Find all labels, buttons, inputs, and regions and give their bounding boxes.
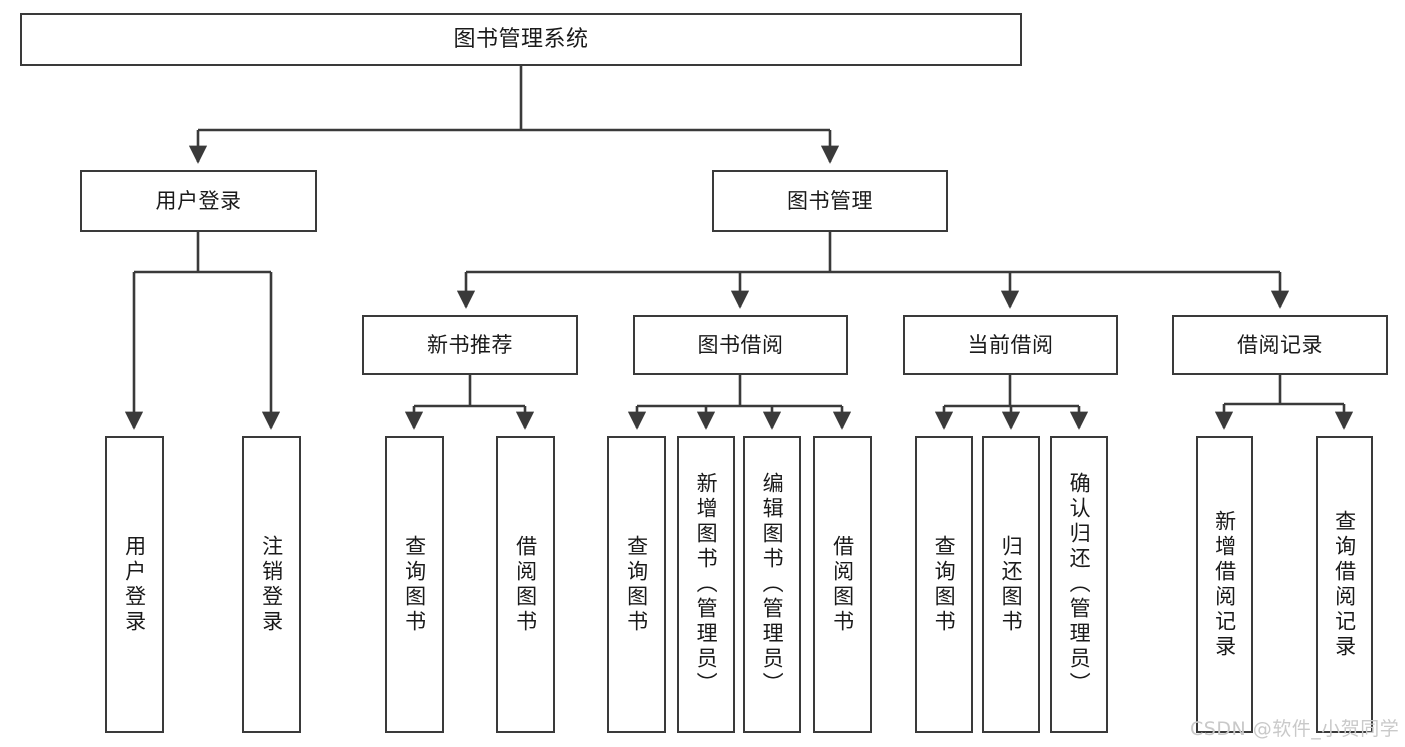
node-label: 借阅记录 [1237,332,1323,357]
node-label: 注销登录 [259,534,284,635]
leaf-borrow-borrow-book[interactable]: 借阅图书 [813,436,872,733]
node-label: 图书管理系统 [453,26,589,52]
node-label: 查询借阅记录 [1332,509,1357,660]
node-label: 借阅图书 [513,534,538,635]
node-label: 新增借阅记录 [1212,509,1237,660]
node-label: 图书管理 [787,188,873,213]
leaf-current-return-book[interactable]: 归还图书 [982,436,1040,733]
node-label: 查询图书 [932,534,957,635]
leaf-borrow-query-book[interactable]: 查询图书 [607,436,666,733]
leaf-borrow-add-book-admin[interactable]: 新增图书（管理员） [677,436,735,733]
node-label: 确认归还（管理员） [1067,472,1092,697]
node-label: 借阅图书 [830,534,855,635]
node-label: 查询图书 [402,534,427,635]
node-label: 用户登录 [122,534,147,635]
node-user-login[interactable]: 用户登录 [80,170,317,232]
node-current-borrow[interactable]: 当前借阅 [903,315,1118,375]
node-label: 新增图书（管理员） [694,472,719,697]
node-new-book-recommend[interactable]: 新书推荐 [362,315,578,375]
node-label: 当前借阅 [967,332,1054,357]
leaf-current-query-book[interactable]: 查询图书 [915,436,973,733]
node-book-management[interactable]: 图书管理 [712,170,948,232]
node-label: 用户登录 [155,188,242,213]
node-label: 图书借阅 [697,332,784,357]
node-label: 归还图书 [999,534,1024,635]
leaf-records-add-record[interactable]: 新增借阅记录 [1196,436,1253,733]
node-borrow-records[interactable]: 借阅记录 [1172,315,1388,375]
leaf-newbook-query-book[interactable]: 查询图书 [385,436,444,733]
node-book-borrow[interactable]: 图书借阅 [633,315,848,375]
node-label: 新书推荐 [427,332,513,357]
leaf-borrow-edit-book-admin[interactable]: 编辑图书（管理员） [743,436,801,733]
leaf-records-query-record[interactable]: 查询借阅记录 [1316,436,1373,733]
node-root-system[interactable]: 图书管理系统 [20,13,1022,66]
leaf-current-confirm-return-admin[interactable]: 确认归还（管理员） [1050,436,1108,733]
leaf-user-login[interactable]: 用户登录 [105,436,164,733]
leaf-newbook-borrow-book[interactable]: 借阅图书 [496,436,555,733]
leaf-logout[interactable]: 注销登录 [242,436,301,733]
node-label: 编辑图书（管理员） [760,472,785,697]
node-label: 查询图书 [624,534,649,635]
